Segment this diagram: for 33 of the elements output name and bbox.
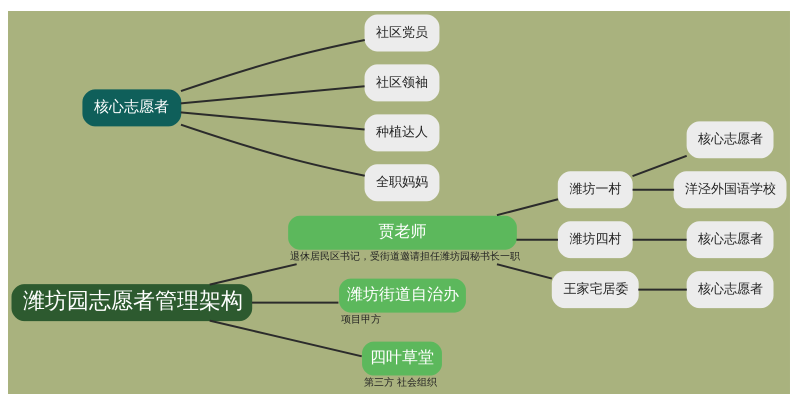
node-box: 社区党员 [364,14,440,52]
node-box: 核心志愿者 [686,121,774,158]
connector [180,124,365,177]
connector [638,288,687,291]
node-box: 潍坊一村 [558,171,633,208]
node-label: 第三方 社会组织 [364,378,438,389]
node-box: 全职妈妈 [364,164,440,202]
node-box: 核心志愿者 [686,221,774,258]
node-box: 核心志愿者 [686,271,774,308]
node-box: 四叶草堂 [362,342,442,376]
node-box: 社区领袖 [364,64,440,102]
connector [209,320,362,358]
node-label: 退休居民区书记，受街道邀请担任潍坊园秘书长一职 [290,252,520,263]
connector [180,85,365,104]
connector [632,238,687,241]
connector [209,263,297,286]
connector [496,263,552,280]
connector [516,238,558,241]
connector [180,111,365,130]
connector [632,154,688,178]
node-box: 核心志愿者 [82,89,182,126]
node-box: 贾老师 [288,216,517,250]
connector [632,188,674,191]
node-box: 潍坊街道自治办 [339,278,466,313]
connector [180,39,365,92]
connector [496,198,558,216]
node-box: 种植达人 [364,114,440,152]
node-box: 王家宅居委 [552,271,639,308]
connector [252,302,338,304]
node-box: 潍坊四村 [558,221,633,258]
node-label: 项目甲方 [341,314,382,326]
node-box: 潍坊园志愿者管理架构 [12,284,252,322]
node-box: 洋泾外国语学校 [674,171,786,208]
